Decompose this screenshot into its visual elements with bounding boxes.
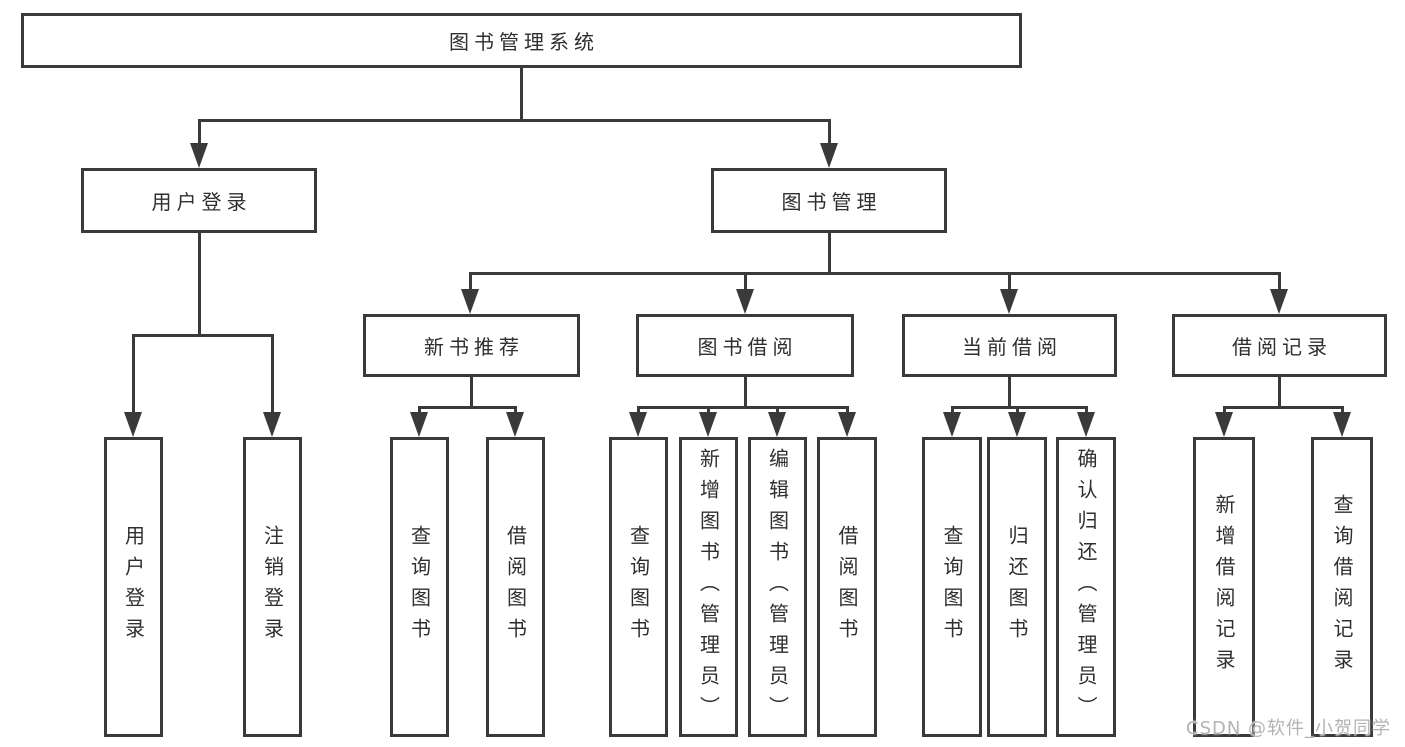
node-label-bb-add-book: 新增图书（管理员） bbox=[696, 447, 721, 727]
node-borrow-records: 借阅记录 bbox=[1172, 314, 1387, 377]
arrow-down-icon bbox=[838, 412, 856, 437]
node-label-cb-query-book: 查询图书 bbox=[940, 525, 964, 649]
connector-bus bbox=[468, 271, 1281, 275]
node-label-book-borrow: 图书借阅 bbox=[697, 335, 798, 359]
node-label-new-book-rec: 新书推荐 bbox=[424, 335, 524, 359]
connector-stem bbox=[1277, 377, 1281, 407]
arrow-down-icon bbox=[190, 143, 208, 168]
connector-stem bbox=[827, 233, 831, 273]
connector-stem bbox=[743, 377, 747, 407]
arrow-down-icon bbox=[1215, 412, 1233, 437]
arrow-down-icon bbox=[820, 143, 838, 168]
node-br-add-record: 新增借阅记录 bbox=[1193, 437, 1255, 737]
arrow-down-icon bbox=[506, 412, 524, 437]
connector-drop bbox=[270, 335, 274, 417]
arrow-down-icon bbox=[1008, 412, 1026, 437]
csdn-watermark: CSDN @软件_小贺同学 bbox=[1186, 718, 1392, 739]
arrow-down-icon bbox=[1077, 412, 1095, 437]
arrow-down-icon bbox=[736, 289, 754, 314]
connector-stem bbox=[519, 68, 523, 120]
connector-drop bbox=[1277, 273, 1281, 294]
arrow-down-icon bbox=[461, 289, 479, 314]
node-label-borrow-records: 借阅记录 bbox=[1232, 335, 1332, 359]
node-label-root: 图书管理系统 bbox=[449, 30, 599, 54]
connector-drop bbox=[1007, 273, 1011, 294]
connector-bus bbox=[636, 405, 849, 409]
node-root: 图书管理系统 bbox=[21, 13, 1022, 68]
node-label-rec-borrow-book: 借阅图书 bbox=[503, 525, 528, 649]
arrow-down-icon bbox=[629, 412, 647, 437]
node-label-bb-borrow-book: 借阅图书 bbox=[835, 525, 859, 649]
node-label-logout: 注销登录 bbox=[260, 525, 285, 649]
arrow-down-icon bbox=[410, 412, 428, 437]
node-bb-edit-book: 编辑图书（管理员） bbox=[748, 437, 807, 737]
connector-bus bbox=[1222, 405, 1344, 409]
arrow-down-icon bbox=[1270, 289, 1288, 314]
arrow-down-icon bbox=[1000, 289, 1018, 314]
connector-bus bbox=[950, 405, 1088, 409]
node-label-current-borrow: 当前借阅 bbox=[962, 335, 1062, 359]
node-rec-borrow-book: 借阅图书 bbox=[486, 437, 545, 737]
node-br-query-record: 查询借阅记录 bbox=[1311, 437, 1373, 737]
connector-drop bbox=[197, 120, 201, 148]
connector-bus bbox=[131, 333, 274, 337]
connector-drop bbox=[131, 335, 135, 417]
node-new-book-rec: 新书推荐 bbox=[363, 314, 580, 377]
node-cb-return-book: 归还图书 bbox=[987, 437, 1047, 737]
connector-drop bbox=[743, 273, 747, 294]
node-label-cb-return-book: 归还图书 bbox=[1005, 525, 1029, 649]
node-label-book-mgmt: 图书管理 bbox=[781, 190, 882, 214]
arrow-down-icon bbox=[943, 412, 961, 437]
node-login: 用户登录 bbox=[104, 437, 163, 737]
arrow-down-icon bbox=[124, 412, 142, 437]
node-book-mgmt: 图书管理 bbox=[711, 168, 947, 233]
node-label-rec-query-book: 查询图书 bbox=[407, 525, 432, 649]
arrow-down-icon bbox=[1333, 412, 1351, 437]
node-bb-add-book: 新增图书（管理员） bbox=[679, 437, 738, 737]
arrow-down-icon bbox=[263, 412, 281, 437]
node-label-bb-query-book: 查询图书 bbox=[626, 525, 651, 649]
connector-drop bbox=[468, 273, 472, 294]
connector-bus bbox=[417, 405, 517, 409]
node-label-login: 用户登录 bbox=[121, 525, 146, 649]
node-rec-query-book: 查询图书 bbox=[390, 437, 449, 737]
connector-stem bbox=[197, 233, 201, 335]
arrow-down-icon bbox=[768, 412, 786, 437]
node-user-login-mod: 用户登录 bbox=[81, 168, 317, 233]
node-cb-query-book: 查询图书 bbox=[922, 437, 982, 737]
node-label-br-add-record: 新增借阅记录 bbox=[1212, 494, 1236, 680]
node-cb-confirm: 确认归还（管理员） bbox=[1056, 437, 1116, 737]
node-book-borrow: 图书借阅 bbox=[636, 314, 854, 377]
arrow-down-icon bbox=[699, 412, 717, 437]
node-label-bb-edit-book: 编辑图书（管理员） bbox=[765, 447, 790, 727]
node-label-cb-confirm: 确认归还（管理员） bbox=[1074, 447, 1098, 727]
node-bb-query-book: 查询图书 bbox=[609, 437, 668, 737]
node-bb-borrow-book: 借阅图书 bbox=[817, 437, 877, 737]
node-label-br-query-record: 查询借阅记录 bbox=[1330, 494, 1354, 680]
connector-bus bbox=[197, 118, 831, 122]
connector-stem bbox=[1007, 377, 1011, 407]
connector-drop bbox=[827, 120, 831, 148]
connector-stem bbox=[469, 377, 473, 407]
node-logout: 注销登录 bbox=[243, 437, 302, 737]
node-label-user-login-mod: 用户登录 bbox=[151, 190, 252, 214]
node-current-borrow: 当前借阅 bbox=[902, 314, 1117, 377]
